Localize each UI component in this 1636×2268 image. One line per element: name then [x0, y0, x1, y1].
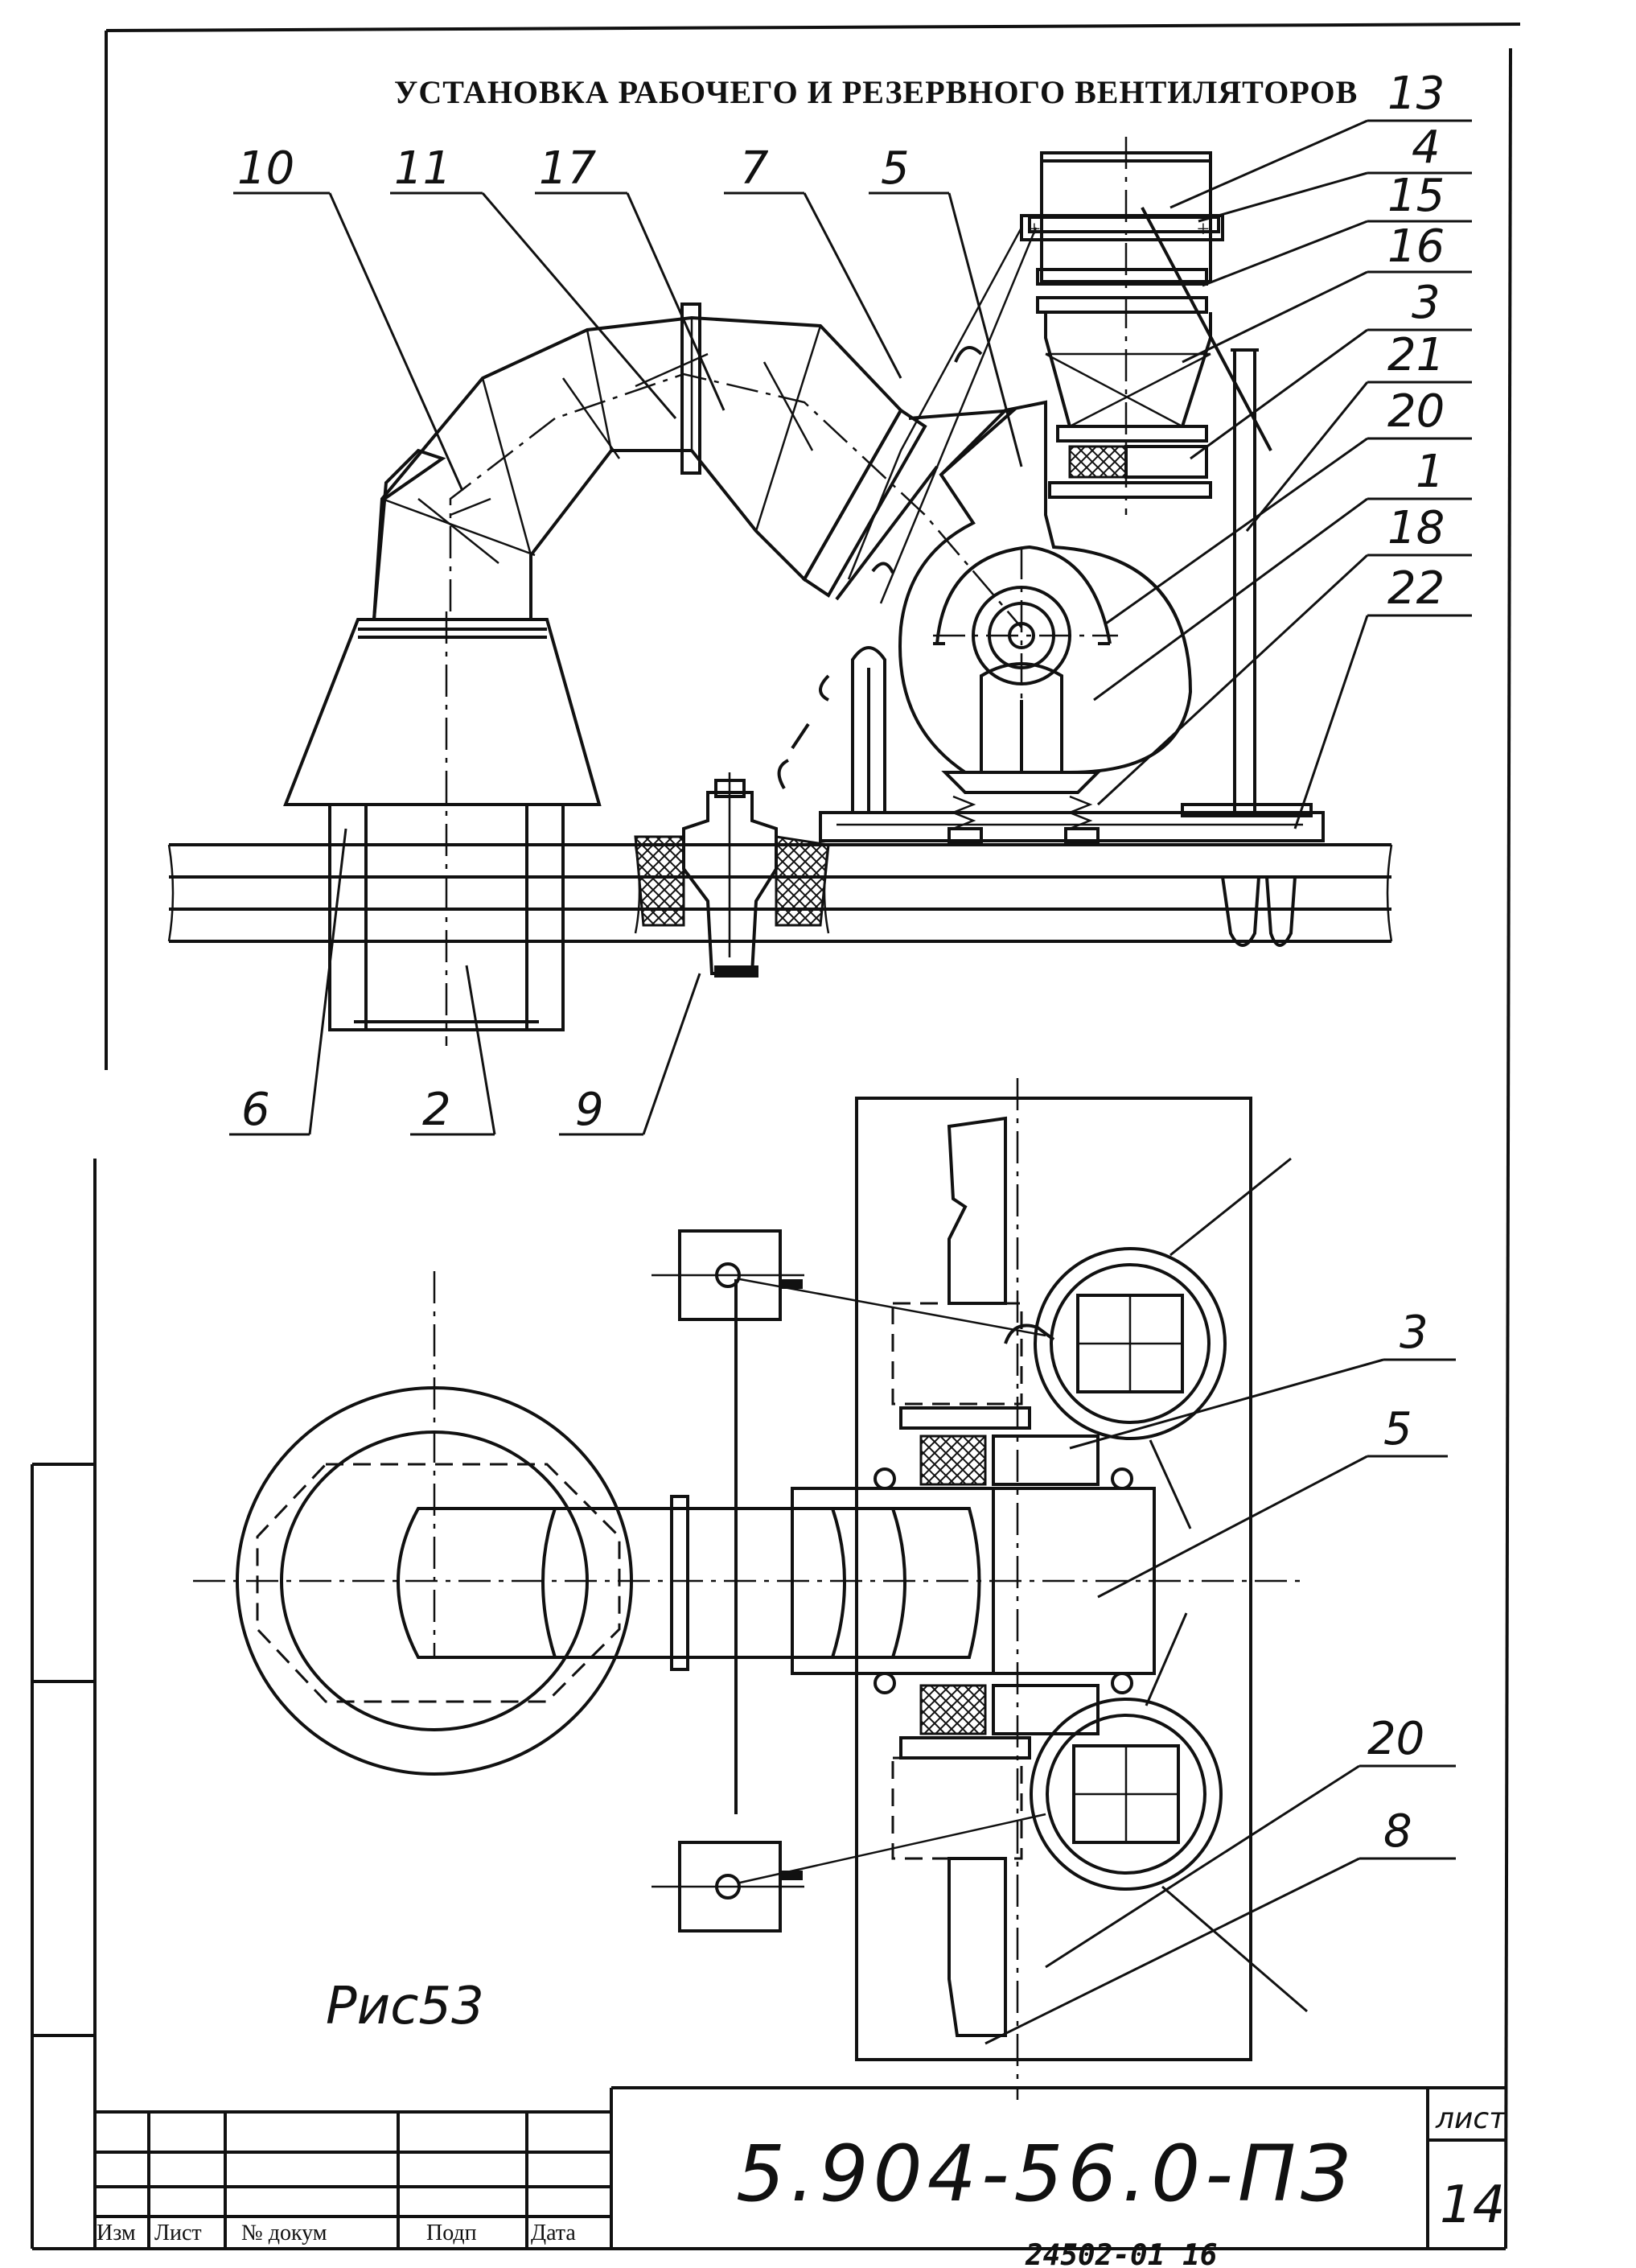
svg-text:+: + — [1197, 217, 1210, 242]
sheet-label: лист — [1435, 2102, 1507, 2135]
callout-13: 13 — [1387, 68, 1445, 120]
leader-lines — [229, 119, 1472, 2045]
callout-21: 21 — [1387, 329, 1445, 381]
callout-15: 15 — [1387, 170, 1445, 222]
col-izm: Изм — [97, 2221, 136, 2245]
callout-4: 4 — [1412, 121, 1441, 174]
callout-7: 7 — [740, 142, 769, 195]
callout-20: 20 — [1387, 385, 1445, 438]
sheet-number: 14 — [1440, 2175, 1505, 2235]
callout-18: 18 — [1387, 502, 1445, 554]
drawing-frame — [31, 23, 1521, 2250]
callout-6: 6 — [241, 1084, 270, 1136]
callouts-elevation: 13 4 15 16 3 21 20 1 18 22 10 11 17 7 5 … — [237, 68, 1445, 1136]
col-list: Лист — [154, 2221, 202, 2245]
callout-11: 11 — [394, 142, 451, 195]
callout-2: 2 — [422, 1084, 451, 1136]
drawing-title: УСТАНОВКА РАБОЧЕГО И РЕЗЕРВНОГО ВЕНТИЛЯТ… — [394, 74, 1358, 110]
col-sign: Подп — [426, 2221, 477, 2245]
plan-callout-5: 5 — [1383, 1403, 1412, 1455]
col-doc: № докум — [241, 2221, 327, 2245]
elevation-view: + + — [167, 137, 1393, 1046]
figure-label: Рис53 — [326, 1977, 484, 2036]
plan-callout-3: 3 — [1400, 1307, 1428, 1359]
document-number: 5.904-56.0-ПЗ — [736, 2129, 1355, 2219]
callout-22: 22 — [1387, 562, 1445, 615]
callout-3: 3 — [1412, 277, 1441, 329]
title-block: Изм Лист № докум Подп Дата 5.904-56.0-ПЗ… — [95, 2086, 1507, 2249]
callout-1: 1 — [1416, 446, 1445, 498]
callout-10: 10 — [237, 142, 294, 195]
callouts-plan: 3 5 20 8 — [1367, 1307, 1428, 1858]
callout-5: 5 — [881, 142, 910, 195]
callout-9: 9 — [575, 1084, 604, 1136]
plan-callout-8: 8 — [1383, 1805, 1412, 1858]
plan-callout-20: 20 — [1367, 1713, 1424, 1765]
plan-view — [193, 1078, 1308, 2100]
callout-17: 17 — [539, 142, 597, 195]
archive-number: 24502-01 16 — [1025, 2239, 1217, 2268]
callout-16: 16 — [1387, 220, 1445, 273]
col-date: Дата — [531, 2221, 576, 2245]
